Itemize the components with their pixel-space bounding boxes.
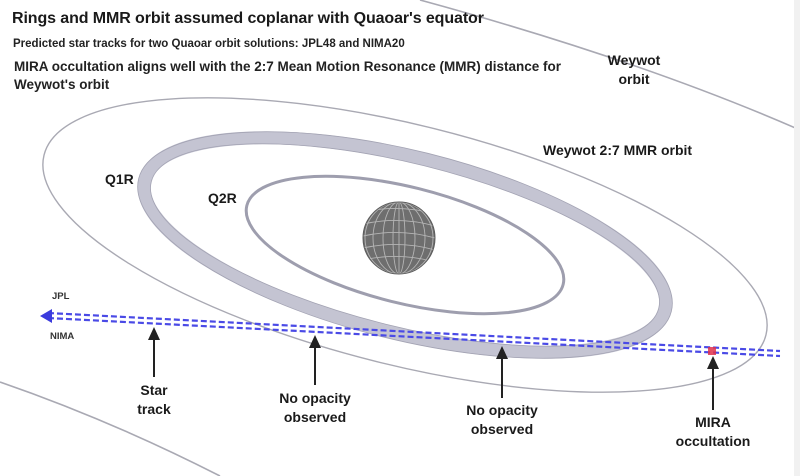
- annotation-mira-occultation: MIRA occultation: [675, 414, 751, 449]
- quaoar-planet-icon: [362, 201, 436, 275]
- annotation-no-opacity-2: No opacity observed: [466, 402, 538, 437]
- arrow-up-icon: [707, 356, 719, 369]
- jpl-track: [47, 311, 781, 353]
- nima-track: [47, 316, 781, 358]
- weywot-mmr-orbit: [42, 97, 768, 393]
- annotation-star-track: Star track: [137, 382, 171, 417]
- jpl-label: JPL: [52, 291, 70, 302]
- diagram-subtitle: Predicted star tracks for two Quaoar orb…: [13, 38, 405, 50]
- star-tracks: [40, 309, 781, 358]
- arrow-up-icon: [309, 335, 321, 348]
- arrow-up-icon: [148, 327, 160, 340]
- q2r-label: Q2R: [208, 190, 237, 206]
- weywot-mmr-orbit-label: Weywot 2:7 MMR orbit: [543, 142, 693, 158]
- nima-label: NIMA: [50, 331, 75, 342]
- arrow-up-icon: [496, 346, 508, 359]
- track-direction-arrow-icon: [40, 309, 52, 323]
- right-edge-strip: [794, 0, 800, 476]
- q2r-ring: [244, 174, 566, 316]
- diagram-title: Rings and MMR orbit assumed coplanar wit…: [12, 10, 484, 27]
- diagram-note: MIRA occultation aligns well with the 2:…: [14, 59, 562, 92]
- annotation-no-opacity-1: No opacity observed: [279, 390, 351, 425]
- mira-marker: [708, 347, 716, 355]
- weywot-orbit-label: Weywot orbit: [607, 52, 661, 87]
- q1r-label: Q1R: [105, 171, 134, 187]
- annotation-arrows: [148, 327, 719, 410]
